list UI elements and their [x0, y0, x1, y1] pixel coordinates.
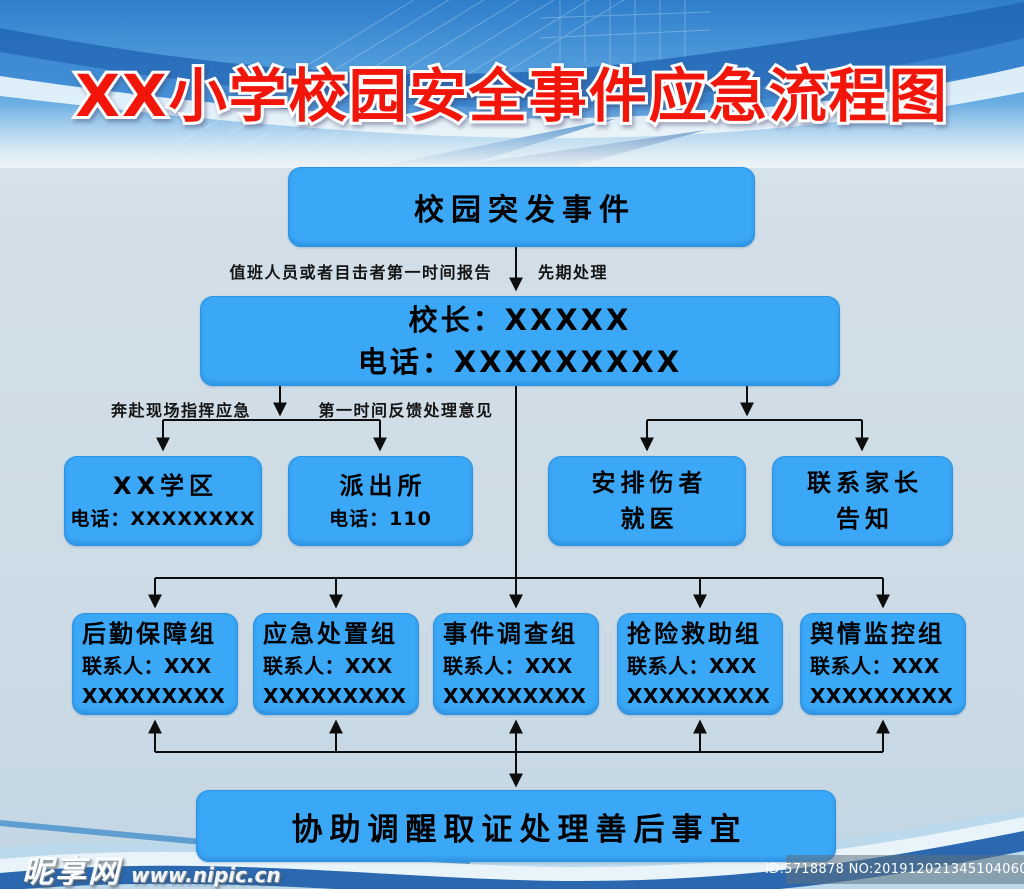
wave-white-band — [0, 817, 1024, 881]
edge-label-preliminary: 先期处理 — [538, 263, 609, 282]
node-title: 联系家长 — [807, 469, 923, 497]
team-name: 应急处置组 — [263, 619, 398, 648]
principal-name-line: 校长：XXXXX — [408, 303, 632, 337]
node-school-district: XX学区 电话：XXXXXXXX — [64, 456, 262, 546]
team-name: 后勤保障组 — [82, 619, 217, 648]
node-title: 派出所 — [339, 472, 427, 500]
team-name: 抢险救助组 — [627, 619, 762, 648]
page-title: XX小学校园安全事件应急流程图 — [75, 62, 948, 130]
edge-label-feedback: 第一时间反馈处理意见 — [318, 401, 494, 420]
team-contact: 联系人：XXX — [627, 653, 757, 678]
node-title: 安排伤者 — [591, 469, 708, 497]
team-contact: 联系人：XXX — [82, 653, 212, 678]
watermark-site-name: 昵享网 — [22, 854, 121, 889]
node-phone: 电话：XXXXXXXX — [70, 508, 256, 530]
edge-label-report: 值班人员或者目击者第一时间报告 — [229, 263, 492, 282]
team-contact: 联系人：XXX — [263, 653, 393, 678]
node-team-logistics: 后勤保障组 联系人：XXX XXXXXXXXX — [72, 613, 238, 715]
node-arrange-medical-care: 安排伤者 就医 — [548, 456, 746, 546]
watermark-site: 昵享网 www.nipic.cn — [22, 846, 281, 889]
team-phone: XXXXXXXXX — [263, 683, 407, 708]
wave-dark-band — [0, 831, 1024, 889]
watermark-site-url: www.nipic.cn — [131, 863, 281, 887]
team-phone: XXXXXXXXX — [443, 683, 587, 708]
node-team-public-opinion: 舆情监控组 联系人：XXX XXXXXXXXX — [800, 613, 966, 715]
connector-principal-right-branch — [640, 386, 869, 452]
team-name: 舆情监控组 — [810, 619, 945, 648]
node-notify-parents: 联系家长 告知 — [772, 456, 953, 546]
team-phone: XXXXXXXXX — [82, 683, 226, 708]
node-principal: 校长：XXXXX 电话：XXXXXXXXX — [200, 296, 840, 386]
node-campus-incident: 校园突发事件 — [288, 167, 755, 247]
header-swoosh-dark — [0, 2, 1024, 109]
node-police-station: 派出所 电话：110 — [288, 456, 473, 546]
team-phone: XXXXXXXXX — [810, 683, 954, 708]
team-contact: 联系人：XXX — [443, 653, 573, 678]
node-team-investigation: 事件调查组 联系人：XXX XXXXXXXXX — [433, 613, 599, 715]
team-name: 事件调查组 — [443, 619, 578, 648]
node-team-rescue: 抢险救助组 联系人：XXX XXXXXXXXX — [617, 613, 783, 715]
node-subtitle: 告知 — [836, 505, 894, 533]
node-final-aftermath: 协助调醒取证处理善后事宜 — [196, 790, 836, 862]
header-swoosh-medium — [0, 38, 1024, 125]
node-subtitle: 就医 — [620, 505, 679, 533]
node-phone: 电话：110 — [329, 508, 432, 530]
node-final-label: 协助调醒取证处理善后事宜 — [291, 811, 748, 848]
node-campus-incident-label: 校园突发事件 — [414, 193, 636, 228]
edge-label-dispatch: 奔赴现场指挥应急 — [110, 401, 251, 420]
principal-phone-line: 电话：XXXXXXXXX — [357, 345, 683, 379]
team-contact: 联系人：XXX — [810, 653, 940, 678]
team-phone: XXXXXXXXX — [627, 683, 771, 708]
node-title: XX学区 — [112, 472, 218, 500]
node-team-emergency-response: 应急处置组 联系人：XXX XXXXXXXXX — [253, 613, 419, 715]
title-graphic: XX小学校园安全事件应急流程图 — [72, 59, 949, 133]
header-banner-graphic — [0, 0, 1024, 168]
watermark-id-badge: ID:5718878 NO:20191202134510406035 — [765, 855, 1024, 884]
